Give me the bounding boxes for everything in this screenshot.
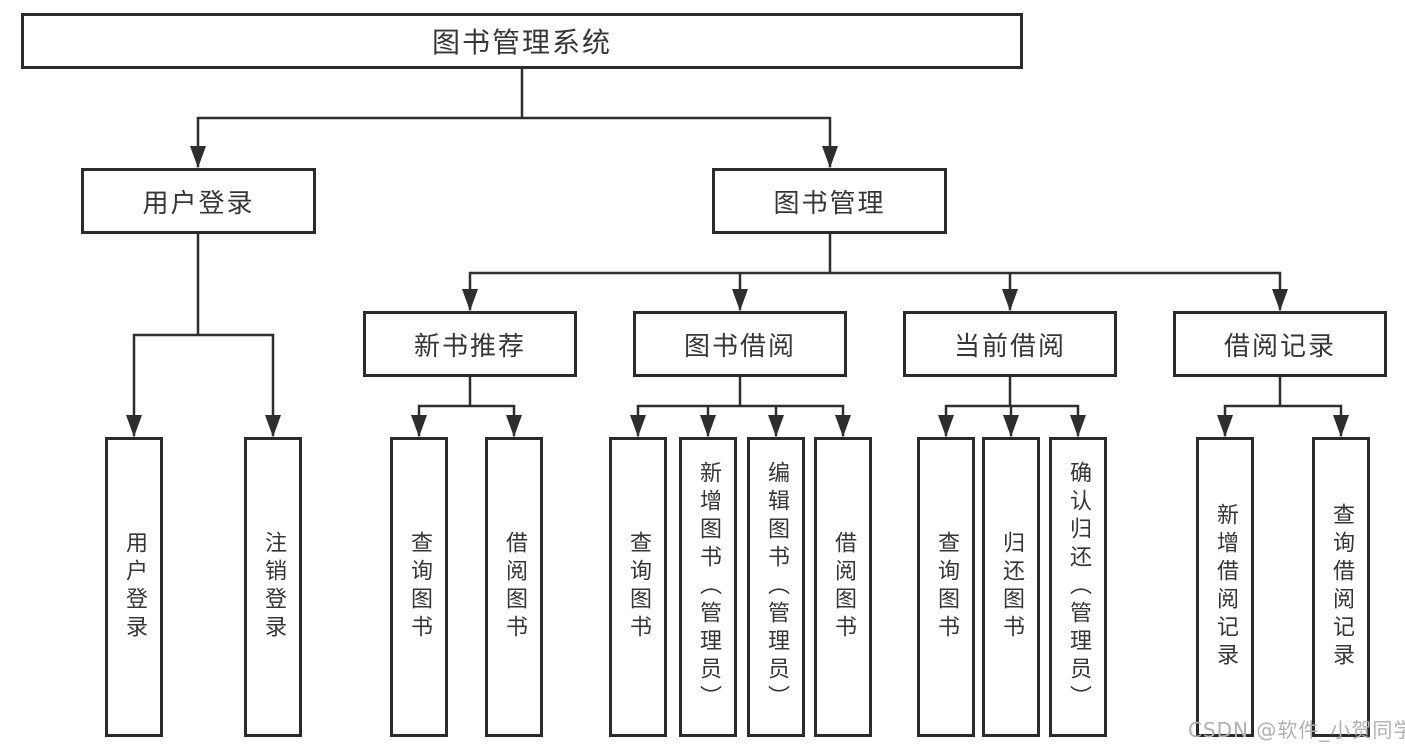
leaf-user-login: 用户登录: [105, 437, 163, 737]
node-current-borrow: 当前借阅: [903, 311, 1117, 377]
leaf-query-books-recommend: 查询图书: [390, 437, 448, 737]
csdn-watermark: CSDN @软件_小贺同学: [1188, 718, 1405, 742]
leaf-edit-books-admin: 编辑图书（管理员）: [747, 437, 805, 737]
leaf-query-books-borrow: 查询图书: [609, 437, 667, 737]
leaf-add-borrow-record: 新增借阅记录: [1196, 437, 1254, 737]
node-root: 图书管理系统: [21, 13, 1023, 69]
node-borrow-records: 借阅记录: [1173, 311, 1387, 377]
leaf-query-books-current: 查询图书: [917, 437, 975, 737]
leaf-return-books: 归还图书: [982, 437, 1040, 737]
node-new-book-recommend: 新书推荐: [363, 311, 577, 377]
node-book-borrow: 图书借阅: [633, 311, 847, 377]
leaf-query-borrow-record: 查询借阅记录: [1312, 437, 1370, 737]
leaf-logout: 注销登录: [244, 437, 302, 737]
leaf-add-books-admin: 新增图书（管理员）: [679, 437, 737, 737]
leaf-confirm-return-admin: 确认归还（管理员）: [1049, 437, 1107, 737]
leaf-borrow-books-recommend: 借阅图书: [485, 437, 543, 737]
node-user-login: 用户登录: [81, 168, 316, 234]
leaf-borrow-books: 借阅图书: [814, 437, 872, 737]
node-book-management: 图书管理: [712, 168, 947, 234]
connector-path: [132, 67, 1343, 437]
